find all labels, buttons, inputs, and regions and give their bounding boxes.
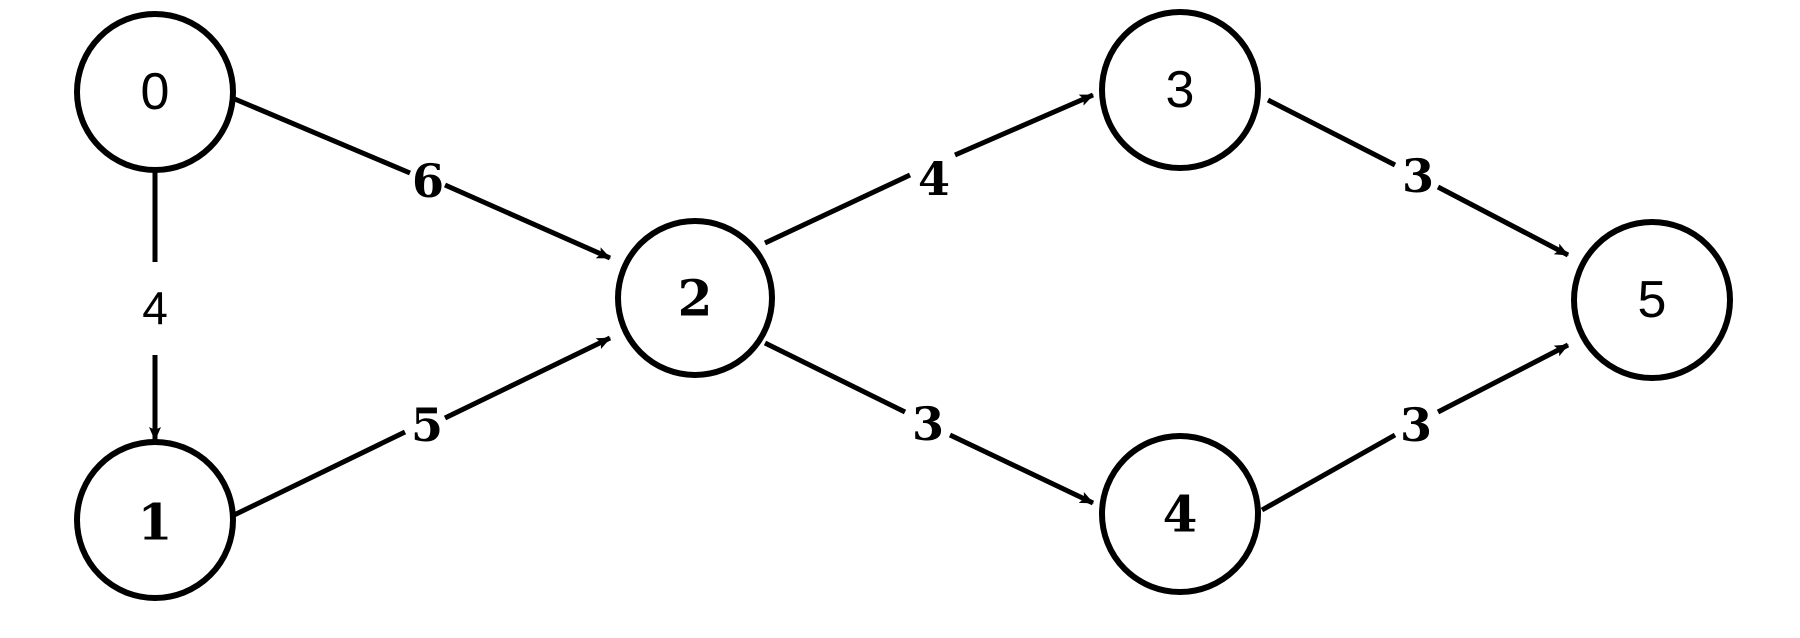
- node-1-circle: [74, 439, 236, 601]
- node-3-circle: [1099, 9, 1261, 171]
- edge-weight-4-5: 3: [1400, 398, 1432, 452]
- edge-arrow-4-5: [1436, 342, 1570, 415]
- edge-arrow-0-2: [443, 182, 612, 261]
- edge-arrow-1-2: [443, 335, 612, 421]
- edge-weight-1-2: 5: [411, 398, 443, 452]
- edge-arrow-2-3: [954, 92, 1094, 158]
- node-0-circle: [74, 11, 236, 173]
- node-5-label: 5: [1638, 271, 1667, 329]
- edge-line-1-2: [228, 429, 407, 520]
- edge-weight-2-3: 4: [918, 152, 950, 206]
- edge-weight-0-1: 4: [142, 282, 168, 334]
- edge-arrow-3-5: [1436, 184, 1570, 258]
- edge-line-2-4: [763, 340, 907, 415]
- node-2-label: 2: [678, 269, 713, 328]
- edge-line-2-3: [763, 172, 912, 246]
- nodes: 0 1 2 3 4 5: [74, 9, 1733, 601]
- node-1: 1: [74, 439, 236, 601]
- edge-weight-2-4: 3: [912, 397, 944, 451]
- edge-2-3: 4: [763, 92, 1094, 246]
- edge-weight-0-2: 6: [412, 154, 444, 208]
- node-4: 4: [1099, 433, 1261, 595]
- edge-2-4: 3: [763, 340, 1095, 506]
- node-0: 0: [74, 11, 236, 173]
- edge-line-4-5: [1260, 432, 1397, 513]
- node-4-circle: [1099, 433, 1261, 595]
- edges: 6 4 5 4 3 3: [142, 92, 1570, 520]
- edge-1-2: 5: [228, 335, 612, 520]
- edge-0-2: 6: [229, 94, 612, 261]
- edge-arrow-2-4: [948, 432, 1095, 506]
- node-3: 3: [1099, 9, 1261, 171]
- node-1-label: 1: [138, 493, 173, 552]
- node-4-label: 4: [1163, 485, 1198, 544]
- node-5-circle: [1571, 219, 1733, 381]
- node-0-label: 0: [141, 63, 170, 121]
- edge-0-1: 4: [142, 170, 168, 441]
- node-5: 5: [1571, 219, 1733, 381]
- edge-weight-3-5: 3: [1402, 149, 1434, 203]
- edge-line-3-5: [1266, 97, 1397, 168]
- node-2-circle: [615, 218, 775, 378]
- edge-line-0-2: [229, 94, 411, 176]
- edge-3-5: 3: [1266, 97, 1570, 258]
- node-3-label: 3: [1166, 61, 1195, 119]
- edge-4-5: 3: [1260, 342, 1570, 513]
- node-2: 2: [615, 218, 775, 378]
